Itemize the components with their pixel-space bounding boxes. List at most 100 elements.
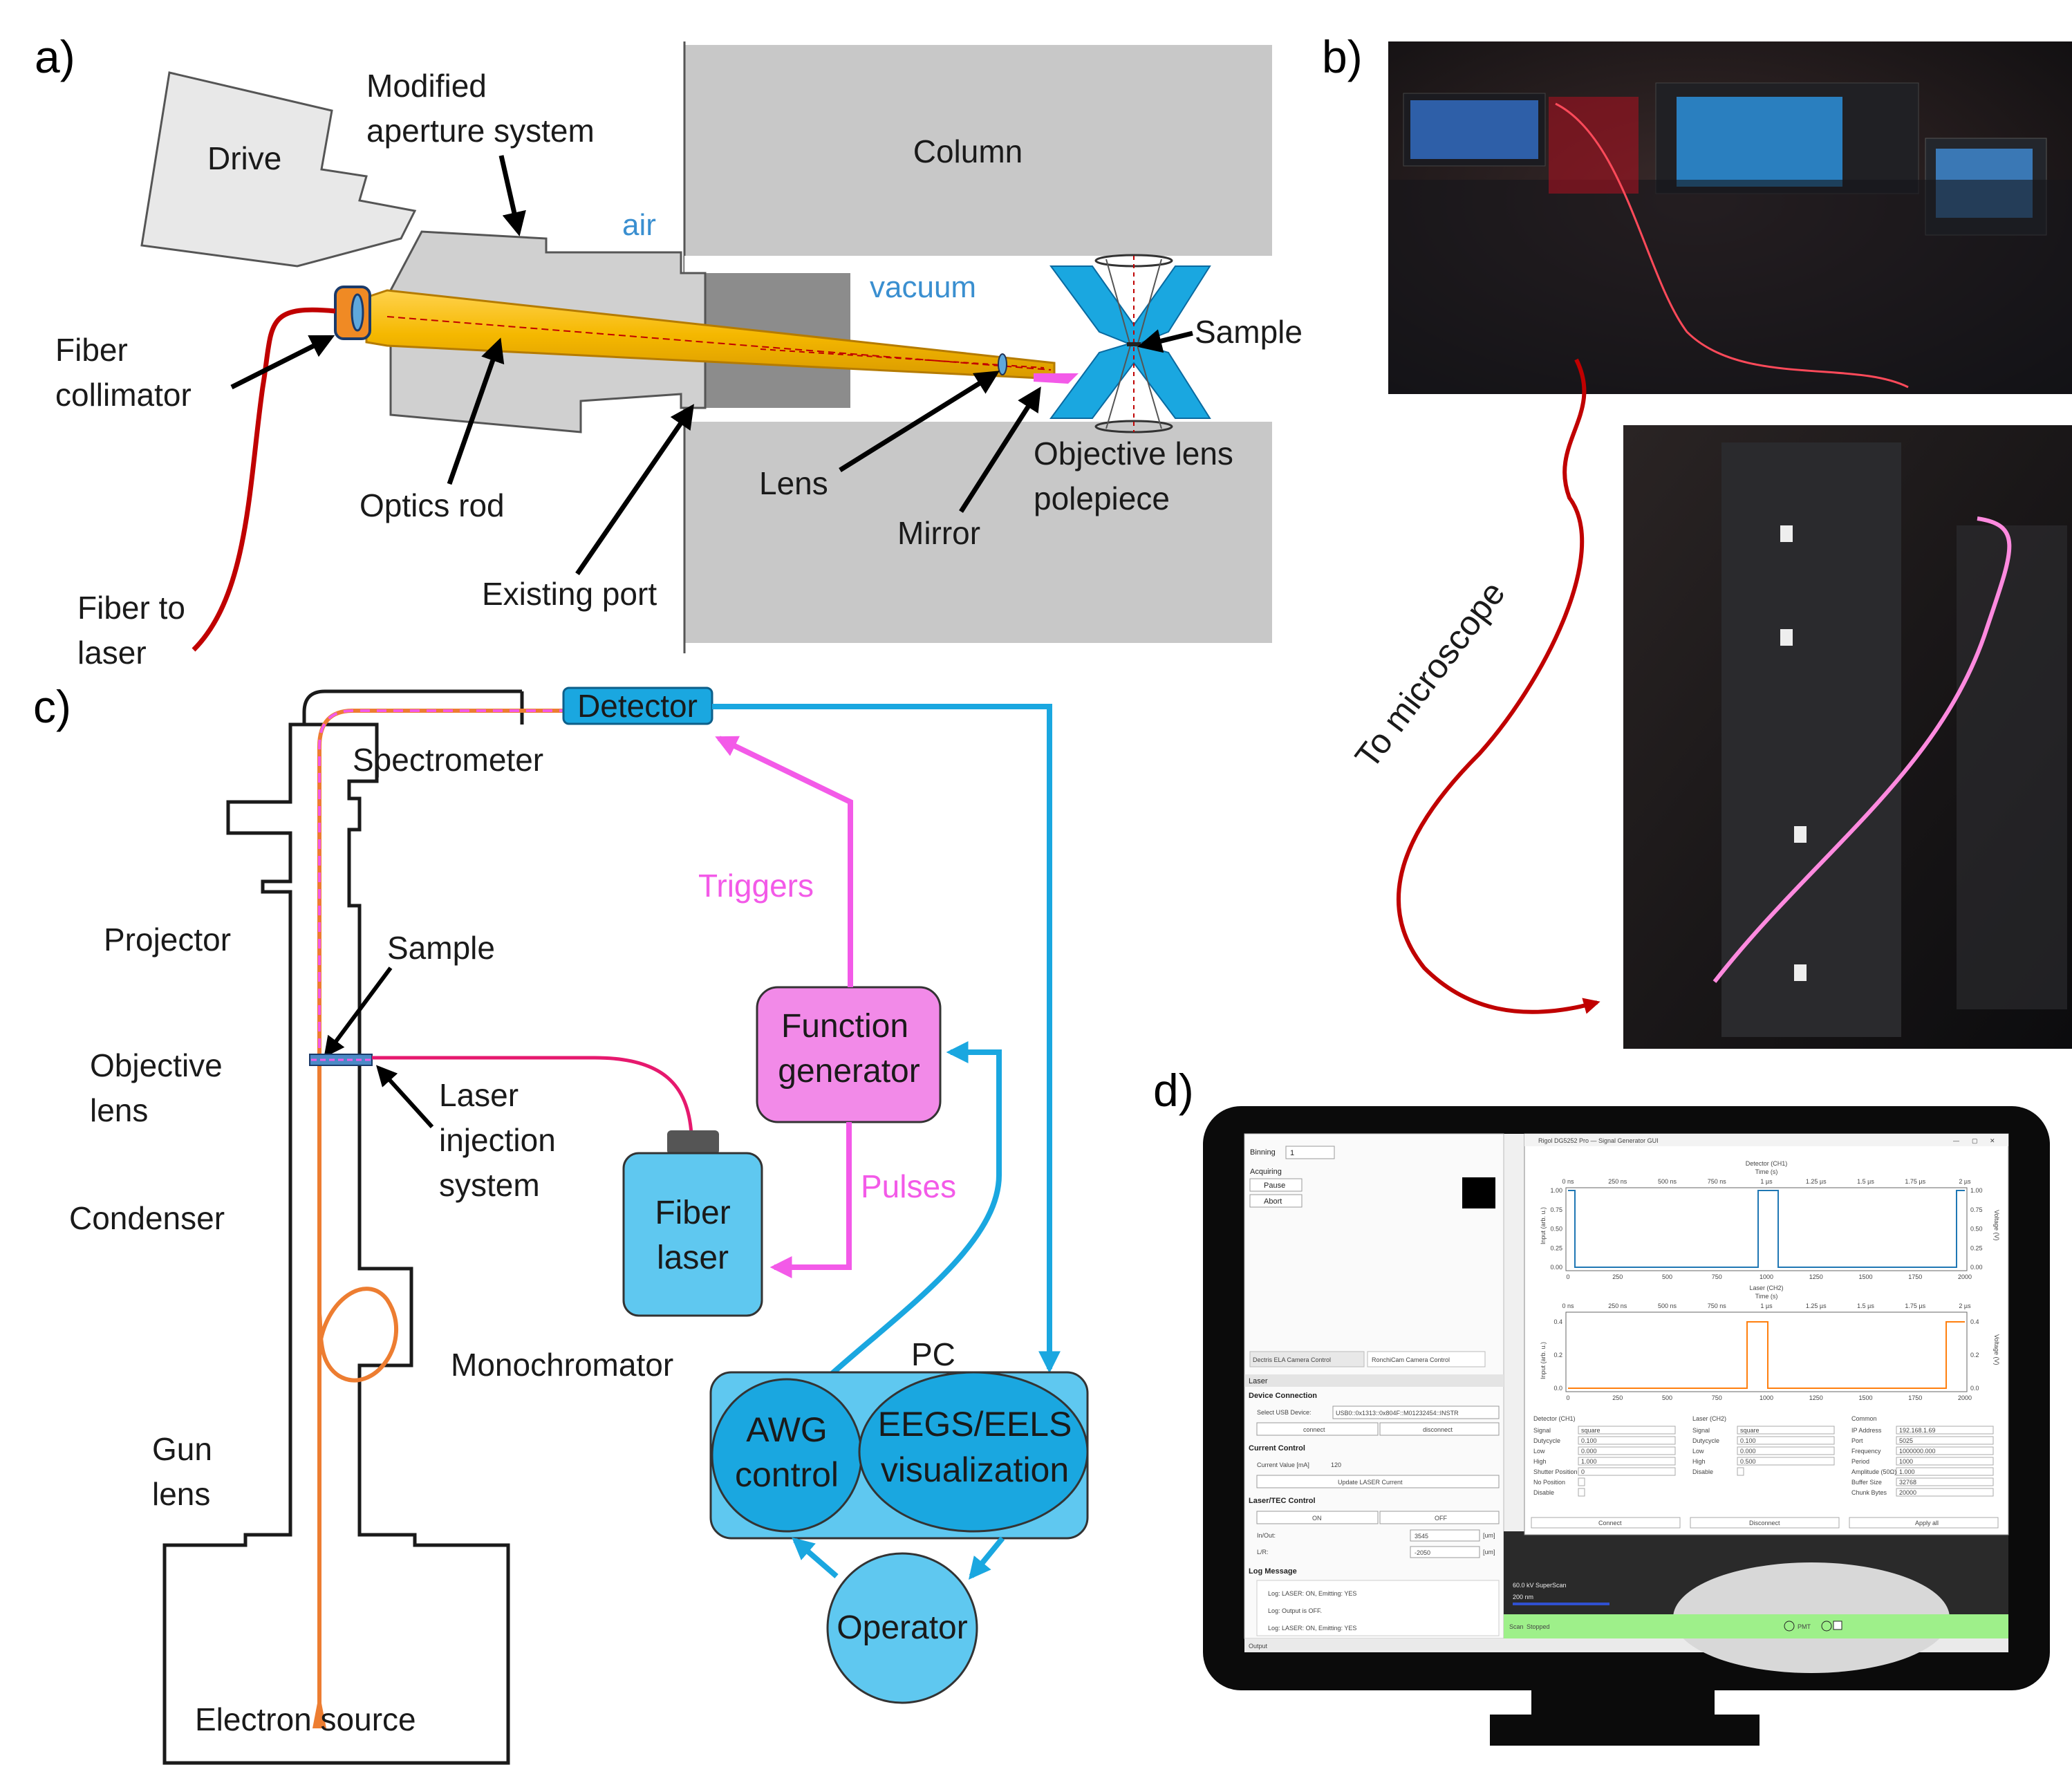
tick-label: 1.00 [1550,1187,1562,1194]
setting-input[interactable] [1896,1446,1994,1455]
check-icon[interactable] [1833,1621,1842,1630]
tick-label: 0 ns [1562,1178,1574,1185]
setting-input[interactable] [1896,1488,1994,1497]
setting-label: Disable [1692,1468,1713,1475]
tick-label: 500 [1662,1273,1672,1280]
setting-input[interactable] [1578,1467,1676,1476]
objective-label-c1: Objective [90,1047,223,1083]
binning-value: 1 [1290,1149,1294,1157]
operator-to-awg-arrow [792,1537,839,1579]
tick-label: 1 µs [1760,1302,1773,1309]
col-laser-title: Laser (CH2) [1692,1415,1726,1422]
setting-input[interactable] [1578,1446,1676,1455]
abort-button[interactable] [1249,1194,1303,1208]
panel-a: a) Column air vacuum Drive [35,31,1303,671]
on-button[interactable] [1256,1511,1379,1524]
electron-beam [317,709,563,1718]
setting-input[interactable] [1578,1477,1585,1486]
tick-label: 1.5 µs [1857,1302,1874,1309]
fiber-laser-label-c2: laser [657,1240,729,1276]
update-laser-label: Update LASER Current [1338,1479,1403,1486]
setting-input[interactable] [1737,1457,1835,1466]
minus-icon[interactable] [1784,1621,1795,1632]
laser-header [1244,1374,1504,1387]
tick-label: 0 ns [1562,1302,1574,1309]
lr-unit: [um] [1483,1549,1495,1556]
plus-icon[interactable] [1821,1621,1832,1632]
maximize-icon[interactable]: ▢ [1972,1137,1978,1144]
scale-bar [1513,1603,1609,1605]
setting-input[interactable] [1737,1467,1744,1476]
connect-siggen-button[interactable] [1531,1517,1681,1529]
device-connection-heading: Device Connection [1249,1392,1317,1400]
instrument-2-screen [1677,97,1842,187]
log-line-2: Log: Output is OFF. [1268,1607,1322,1614]
modified-label-2: aperture system [366,113,595,149]
setting-input[interactable] [1737,1446,1835,1455]
apply-all-button[interactable] [1849,1517,1999,1529]
condenser-label: Condenser [69,1200,225,1236]
pause-button[interactable] [1249,1178,1303,1192]
setting-input[interactable] [1578,1436,1676,1445]
in-out-input[interactable] [1410,1529,1480,1542]
function-generator-label-2: generator [778,1053,920,1090]
setting-value: 0 [1581,1468,1585,1475]
log-line-1: Log: LASER: ON, Emitting: YES [1268,1590,1356,1597]
setting-label: IP Address [1851,1427,1882,1434]
setting-input[interactable] [1737,1436,1835,1445]
setting-input[interactable] [1896,1426,1994,1435]
eegs-label-1: EEGS/EELS [878,1405,1072,1444]
ch1-title: Detector (CH1) [1746,1160,1788,1167]
setting-input[interactable] [1737,1426,1835,1435]
fiber-to-injection [372,1056,693,1134]
setting-input[interactable] [1578,1426,1676,1435]
tec-control-heading: Laser/TEC Control [1249,1497,1316,1505]
awg-label-1: AWG [746,1410,828,1449]
triggers-arrow [715,736,853,987]
tick-label: 0.75 [1550,1206,1562,1213]
setting-input[interactable] [1896,1457,1994,1466]
setting-label: Amplitude (50Ω) [1851,1468,1896,1475]
setting-value: square [1581,1427,1600,1434]
setting-input[interactable] [1896,1436,1994,1445]
fiber-collimator-label-1: Fiber [55,332,128,368]
setting-input[interactable] [1896,1467,1994,1476]
tick-label: 500 [1662,1394,1672,1401]
tick-label: 0.25 [1970,1244,1983,1251]
close-icon[interactable]: ✕ [1990,1137,1995,1144]
setting-input[interactable] [1896,1477,1994,1486]
fiber-laser-box [622,1152,763,1317]
usb-select[interactable] [1332,1406,1500,1419]
current-value-label: Current Value [mA] [1257,1462,1309,1468]
scan-status-bar [1504,1614,2008,1638]
laser-title: Laser [1249,1377,1268,1385]
connect-button[interactable] [1256,1422,1379,1436]
binning-select[interactable] [1285,1146,1335,1159]
setting-input[interactable] [1578,1488,1585,1497]
port-3 [1794,826,1807,843]
arrow-lens [839,371,1000,472]
minimize-icon[interactable]: — [1953,1137,1959,1144]
off-button[interactable] [1379,1511,1500,1524]
col-common-title: Common [1851,1415,1877,1422]
disconnect-siggen-button[interactable] [1690,1517,1840,1529]
setting-label: No Position [1533,1479,1565,1486]
beam-edge-r2 [1137,345,1162,429]
laser-injection-label-1: Laser [439,1077,519,1113]
disconnect-button[interactable] [1379,1422,1500,1436]
lr-input[interactable] [1410,1546,1480,1558]
optics-rod-label: Optics rod [360,487,505,523]
tab-ronchicam[interactable] [1367,1351,1486,1367]
red-glow [1549,97,1639,194]
setting-input[interactable] [1578,1457,1676,1466]
desk-shadow [1388,180,2072,394]
arrow-laser-injection [375,1065,434,1129]
objective-label-1: Objective lens [1034,436,1233,471]
log-box[interactable] [1256,1580,1500,1636]
tick-label: 0.4 [1970,1318,1979,1325]
ch2-plot-frame [1565,1311,1968,1392]
tab-dectris[interactable] [1249,1351,1365,1367]
update-laser-button[interactable] [1256,1475,1500,1488]
tick-label: 1750 [1908,1273,1922,1280]
